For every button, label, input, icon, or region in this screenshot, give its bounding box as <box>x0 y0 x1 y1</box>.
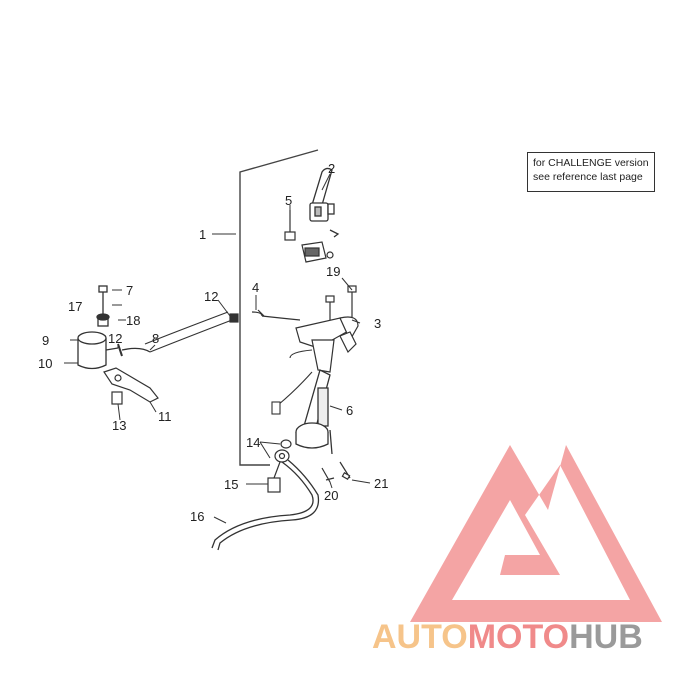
callout-label: 18 <box>126 313 140 328</box>
note-line: see reference last page <box>533 171 643 183</box>
reservoir-bracket <box>103 367 159 405</box>
callout-label: 1 <box>199 227 206 242</box>
small-screws <box>321 461 351 483</box>
outlet-hose <box>105 343 151 357</box>
lever-pivot-block <box>301 241 334 263</box>
callout-label: 5 <box>285 193 292 208</box>
callout-label: 17 <box>68 299 82 314</box>
brand-moto: MOTO <box>467 618 570 656</box>
callout-label: 10 <box>38 356 52 371</box>
callout-label: 8 <box>152 331 159 346</box>
callout-label: 7 <box>126 283 133 298</box>
callout-label: 19 <box>326 264 340 279</box>
fluid-reservoir <box>77 285 110 370</box>
note-line: for CHALLENGE version <box>533 157 649 169</box>
callout-label: 20 <box>324 488 338 503</box>
callout-label: 12 <box>108 331 122 346</box>
callout-label: 12 <box>204 289 218 304</box>
watermark-logo-shape <box>410 445 662 622</box>
screw <box>284 210 296 241</box>
callout-label: 21 <box>374 476 388 491</box>
reference-note: for CHALLENGE version see reference last… <box>527 152 655 192</box>
callout-label: 9 <box>42 333 49 348</box>
watermark-logo <box>410 445 662 622</box>
brake-hose <box>211 459 320 551</box>
handlebar-clamp <box>295 285 359 373</box>
callout-numbers: 1 2 3 4 5 6 7 8 9 10 11 12 12 13 14 15 1… <box>38 161 388 524</box>
master-cylinder <box>295 369 333 455</box>
callout-label: 13 <box>112 418 126 433</box>
callout-label: 3 <box>374 316 381 331</box>
callout-label: 6 <box>346 403 353 418</box>
banjo-bolt <box>267 461 281 493</box>
frame-outline <box>239 149 319 466</box>
callout-label: 11 <box>158 409 172 424</box>
callout-label: 14 <box>246 435 260 450</box>
brand-hub: HUB <box>569 618 643 656</box>
watermark-brand: AUTOMOTOHUB <box>372 618 643 657</box>
brand-auto: AUTO <box>372 618 468 656</box>
leader-lines <box>64 173 371 524</box>
callout-label: 16 <box>190 509 204 524</box>
callout-label: 15 <box>224 477 238 492</box>
switch-wire <box>271 349 313 415</box>
reservoir-hose <box>144 309 301 353</box>
callout-label: 4 <box>252 280 259 295</box>
clutch-lever <box>309 167 340 238</box>
callout-label: 2 <box>328 161 335 176</box>
